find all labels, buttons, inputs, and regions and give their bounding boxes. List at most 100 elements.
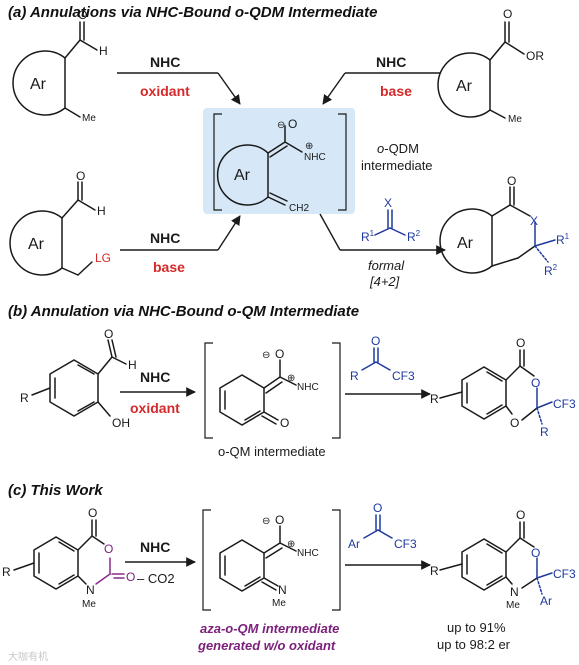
oqdm-label: o-QDM (377, 141, 419, 156)
atom-h: H (128, 358, 137, 372)
substrate-ester-methyl: Ar O OR Me (437, 7, 544, 125)
reagent-nhc: NHC (150, 230, 180, 246)
er-label: up to 98:2 er (437, 637, 511, 652)
charge-plus: ⊕ (305, 141, 313, 152)
section-a-header: (a) Annulations via NHC-Bound o-QDM Inte… (8, 4, 377, 21)
atom-r: R (2, 565, 11, 579)
atom-o: O (507, 174, 516, 188)
ar-label: Ar (234, 167, 251, 184)
ar-label: Ar (457, 235, 474, 252)
atom-x: X (530, 214, 538, 228)
reagent-oxidant: oxidant (130, 400, 180, 416)
atom-lg: LG (95, 251, 111, 265)
atom-r: R (20, 391, 29, 405)
reagent-base: base (153, 259, 185, 275)
atom-ar: Ar (348, 537, 360, 551)
atom-cf3: CF3 (392, 369, 415, 383)
reagent-nhc: NHC (140, 539, 170, 555)
atom-oh: OH (112, 416, 130, 430)
atom-o: O (371, 334, 380, 348)
reagent-nhc: NHC (150, 54, 180, 70)
ar-label: Ar (30, 76, 47, 93)
atom-r1: R1 (556, 232, 570, 247)
atom-h: H (97, 204, 106, 218)
atom-r: R (430, 564, 439, 578)
oqm-intermediate: ⊖ O NHC ⊕ O (204, 342, 341, 439)
atom-o: O (531, 376, 540, 390)
atom-nhc: NHC (304, 152, 326, 163)
atom-o: O (275, 347, 284, 361)
ar-label: Ar (28, 236, 45, 253)
substrate-aldehyde-lg: Ar O H LG (9, 169, 111, 276)
atom-h: H (99, 44, 108, 58)
generated-label: generated w/o oxidant (197, 638, 336, 653)
isatoic-anhydride: O O O N Me R (2, 506, 135, 610)
atom-o: O (516, 336, 525, 350)
salicylaldehyde: O H OH R (20, 327, 137, 430)
atom-o: O (78, 8, 87, 22)
atom-o: O (280, 416, 289, 430)
aryl-trifluoroketone-reagent: O Ar CF3 (348, 501, 417, 551)
highlight-box (203, 108, 355, 214)
atom-nhc: NHC (297, 548, 319, 559)
atom-cf3: CF3 (553, 567, 576, 581)
charge-minus: ⊖ (262, 516, 270, 527)
atom-or: OR (526, 49, 544, 63)
section-b-header: (b) Annulation via NHC-Bound o-QM Interm… (8, 303, 359, 320)
trifluoroketone-reagent: O R CF3 (350, 334, 415, 383)
atom-r1: R1 (361, 229, 375, 244)
atom-o: O (373, 501, 382, 515)
atom-o: O (88, 506, 97, 520)
formal-label: formal (368, 258, 405, 273)
atom-o: O (76, 169, 85, 183)
ar-label: Ar (456, 78, 473, 95)
watermark: 大咖有机 (8, 650, 48, 663)
atom-n: N (278, 583, 287, 597)
atom-me: Me (508, 114, 522, 125)
atom-me: Me (506, 600, 520, 611)
atom-r: R (350, 369, 359, 383)
atom-o: O (104, 327, 113, 341)
atom-cf3: CF3 (553, 397, 576, 411)
atom-me: Me (82, 599, 96, 610)
atom-me: Me (272, 598, 286, 609)
atom-o: O (104, 542, 113, 556)
product-b: O O O CF3 R R (430, 336, 576, 439)
dienophile-reagent: X R1 R2 (361, 196, 421, 244)
atom-o: O (275, 513, 284, 527)
oqm-label: o-QM intermediate (218, 444, 326, 459)
reagent-nhc: NHC (140, 369, 170, 385)
atom-r2: R2 (544, 263, 558, 278)
atom-o: O (503, 7, 512, 21)
product-a: Ar O X R1 R2 (439, 174, 570, 278)
reagent-base: base (380, 83, 412, 99)
aza-oqm-intermediate: ⊖ O ⊕ NHC N Me (202, 509, 341, 611)
atom-cf3: CF3 (394, 537, 417, 551)
atom-o: O (516, 508, 525, 522)
substrate-aldehyde-methyl: Ar O H Me (12, 8, 108, 124)
charge-minus: ⊖ (262, 350, 270, 361)
atom-x: X (384, 196, 392, 210)
formal-42-label: [4+2] (369, 274, 400, 289)
atom-o: O (531, 546, 540, 560)
charge-minus: ⊖ (277, 120, 285, 131)
yield-label: up to 91% (447, 620, 506, 635)
atom-o: O (288, 117, 297, 131)
atom-r: R (430, 392, 439, 406)
aza-oqm-label: aza-o-QM intermediate (200, 621, 339, 636)
atom-r: R (540, 425, 549, 439)
reagent-minus-co2: – CO2 (137, 571, 175, 586)
atom-ar: Ar (540, 594, 552, 608)
atom-o: O (510, 416, 519, 430)
reagent-nhc: NHC (376, 54, 406, 70)
atom-nhc: NHC (297, 382, 319, 393)
reagent-oxidant: oxidant (140, 83, 190, 99)
atom-o: O (126, 570, 135, 584)
atom-n: N (510, 585, 519, 599)
product-c: O O N Me CF3 Ar R (430, 508, 576, 611)
charge-plus: ⊕ (287, 373, 295, 384)
charge-plus: ⊕ (287, 539, 295, 550)
atom-ch2: CH2 (289, 203, 309, 214)
intermediate-label: intermediate (361, 158, 433, 173)
